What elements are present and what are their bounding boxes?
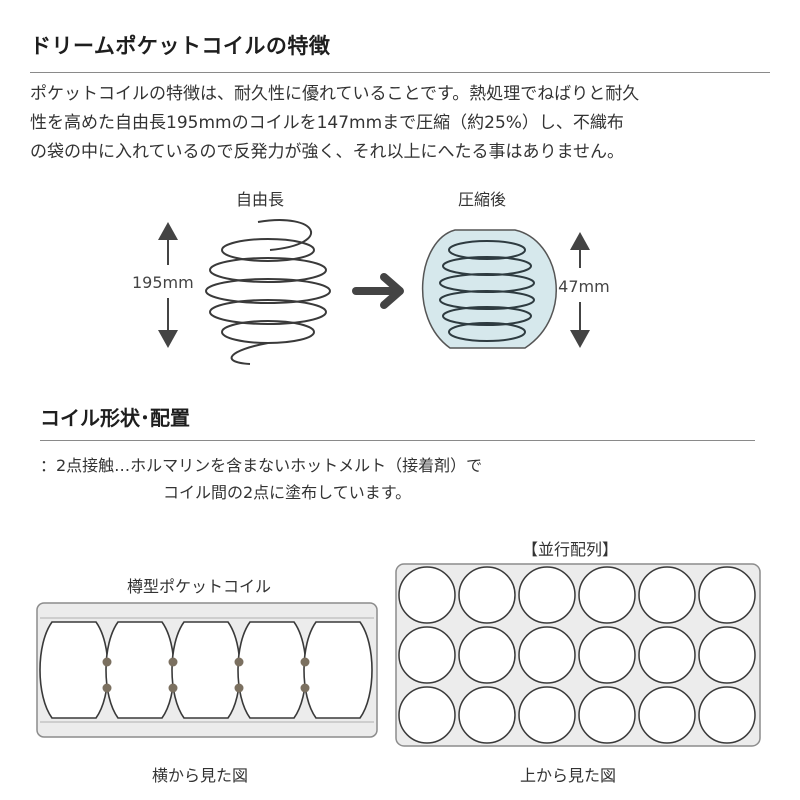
coil-top-circle (398, 626, 456, 684)
glue-point (234, 657, 244, 667)
glue-point (168, 683, 178, 693)
coil-top-circle (698, 566, 756, 624)
glue-point (300, 683, 310, 693)
coil-top-circle (398, 686, 456, 744)
section2-divider (40, 440, 755, 441)
coil-top-circle (458, 566, 516, 624)
coil-top-circle (638, 566, 696, 624)
barrel-coil (39, 621, 109, 719)
coil-top-circle (698, 626, 756, 684)
description-line-3: の袋の中に入れているので反発力が強く、それ以上にへたる事はありません。 (30, 142, 624, 162)
glue-point (300, 657, 310, 667)
description-line-1: ポケットコイルの特徴は、耐久性に優れていることです。熱処理でねばりと耐久 (30, 84, 640, 104)
glue-point (102, 657, 112, 667)
section-title-coil-arrangement: コイル形状･配置 (40, 406, 190, 430)
free-length-value: 195mm (132, 273, 194, 292)
free-coil-spring (205, 219, 331, 365)
barrel-coil (171, 621, 241, 719)
coil-top-circle (458, 626, 516, 684)
compressed-length-arrow (570, 232, 590, 348)
page-title: ドリームポケットコイルの特徴 (30, 34, 331, 58)
barrel-coil (303, 621, 373, 719)
title-divider (30, 72, 770, 73)
coil-top-circle (458, 686, 516, 744)
glue-note-line-1: ：2点接触…ホルマリンを含まないホットメルト（接着剤）で (40, 456, 483, 475)
compressed-label: 圧縮後 (458, 190, 507, 209)
glue-point (234, 683, 244, 693)
coil-top-circle (518, 686, 576, 744)
coil-top-circle (398, 566, 456, 624)
coil-top-circle (518, 566, 576, 624)
glue-note-line-2: コイル間の2点に塗布しています。 (163, 483, 412, 502)
description-line-2: 性を高めた自由長195mmのコイルを147mmまで圧縮（約25%）し、不織布 (30, 113, 624, 133)
glue-point (168, 657, 178, 667)
coil-top-circle (698, 686, 756, 744)
coil-top-circle (578, 626, 636, 684)
free-length-label: 自由長 (236, 190, 285, 209)
top-view-diagram (395, 563, 761, 747)
top-view-title: 【並行配列】 (522, 540, 619, 559)
coil-top-circle (638, 686, 696, 744)
coil-top-circle (578, 686, 636, 744)
side-view-diagram (36, 602, 378, 738)
compress-arrow-icon (352, 273, 404, 309)
coil-top-circle (518, 626, 576, 684)
coil-top-circle (578, 566, 636, 624)
free-length-arrow (158, 222, 178, 348)
description: ポケットコイルの特徴は、耐久性に優れていることです。熱処理でねばりと耐久 性を高… (30, 80, 770, 167)
coil-top-circle (638, 626, 696, 684)
compressed-coil-pocket (421, 229, 557, 349)
barrel-coil (237, 621, 307, 719)
barrel-coil (105, 621, 175, 719)
top-view-caption: 上から見た図 (520, 766, 617, 785)
side-view-title: 樽型ポケットコイル (127, 577, 272, 596)
side-view-caption: 横から見た図 (152, 766, 249, 785)
glue-point (102, 683, 112, 693)
compressed-value: 147mm (548, 277, 610, 296)
